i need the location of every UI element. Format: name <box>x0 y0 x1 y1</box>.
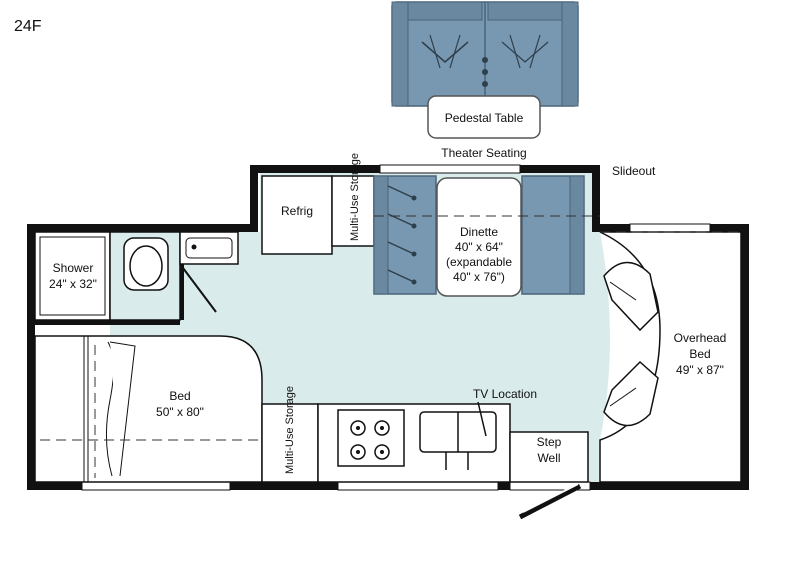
cab <box>599 231 742 483</box>
theater-seating-label: Theater Seating <box>441 146 526 160</box>
shower-label-2: 24" x 32" <box>49 277 97 291</box>
pedestal-table: Pedestal Table <box>427 95 541 139</box>
dinette-label-3: (expandable <box>446 255 512 269</box>
tv-location-label: TV Location <box>473 387 537 401</box>
storage-bottom <box>261 403 319 483</box>
rear-bed <box>34 335 263 483</box>
step-well <box>509 431 589 483</box>
step-well-label-2: Well <box>537 451 560 465</box>
pedestal-table-label: Pedestal Table <box>445 111 524 125</box>
storage-bottom-label: Multi-Use Storage <box>284 386 296 474</box>
kitchen-counter <box>317 401 511 483</box>
overhead-bed-label-1: Overhead <box>674 331 727 345</box>
shower-label-1: Shower <box>53 261 94 275</box>
refrigerator <box>261 175 333 255</box>
dinette <box>373 175 600 297</box>
bathroom <box>34 231 239 325</box>
overhead-bed-label-3: 49" x 87" <box>676 363 724 377</box>
model-name: 24F <box>14 18 42 35</box>
dinette-label-1: Dinette <box>460 225 498 239</box>
bed-label-1: Bed <box>169 389 190 403</box>
slideout-label: Slideout <box>612 164 656 178</box>
dinette-label-4: 40" x 76") <box>453 270 505 284</box>
storage-top-label: Multi-Use Storage <box>349 153 361 241</box>
bed-label-2: 50" x 80" <box>156 405 204 419</box>
storage-top <box>331 175 375 247</box>
refrig-label: Refrig <box>281 204 313 218</box>
dinette-label-2: 40" x 64" <box>455 240 503 254</box>
overhead-bed-label-2: Bed <box>689 347 710 361</box>
entry-door <box>518 483 582 520</box>
step-well-label-1: Step <box>537 435 562 449</box>
theater-seating <box>391 1 579 107</box>
